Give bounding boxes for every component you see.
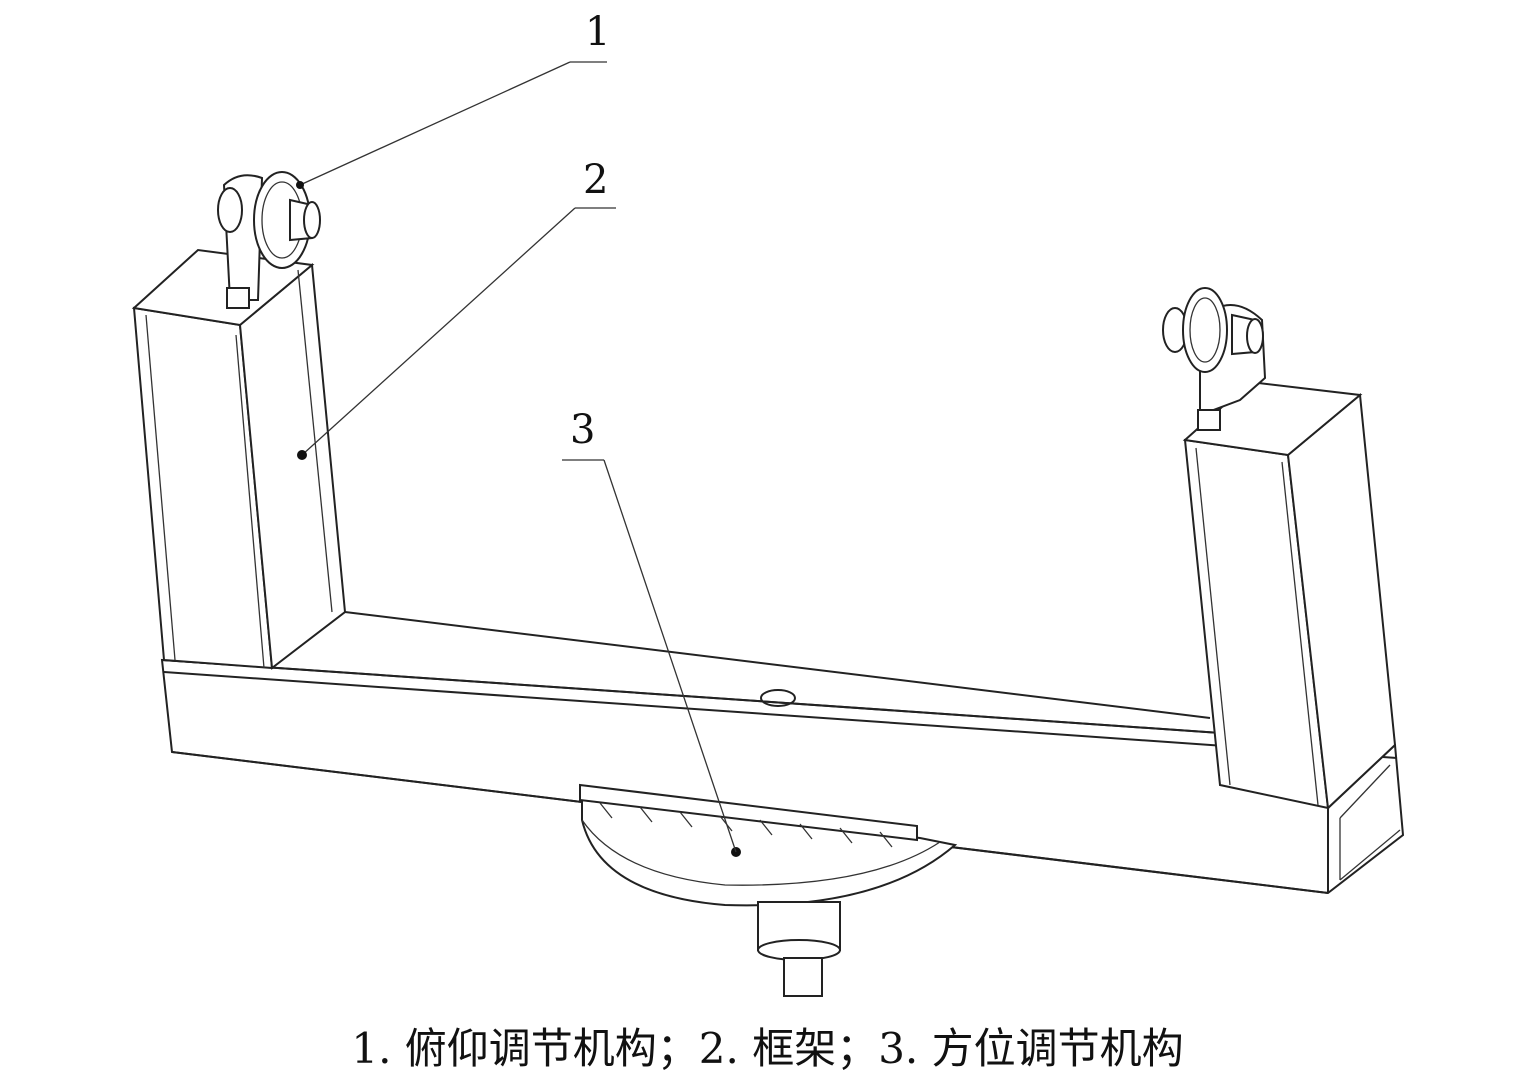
right-column (1182, 380, 1397, 811)
label-2: 2 (583, 157, 609, 203)
azimuth-mechanism (579, 783, 958, 997)
left-column (131, 248, 347, 670)
label-1: 1 (585, 9, 611, 55)
label-3: 3 (570, 407, 596, 453)
figure-caption: 1. 俯仰调节机构；2. 框架；3. 方位调节机构 (351, 1024, 1184, 1073)
right-pitch-mechanism (1162, 287, 1267, 431)
leader-lines (296, 61, 737, 853)
frame-assembly-drawing (131, 61, 1405, 997)
left-pitch-mechanism (217, 171, 321, 309)
